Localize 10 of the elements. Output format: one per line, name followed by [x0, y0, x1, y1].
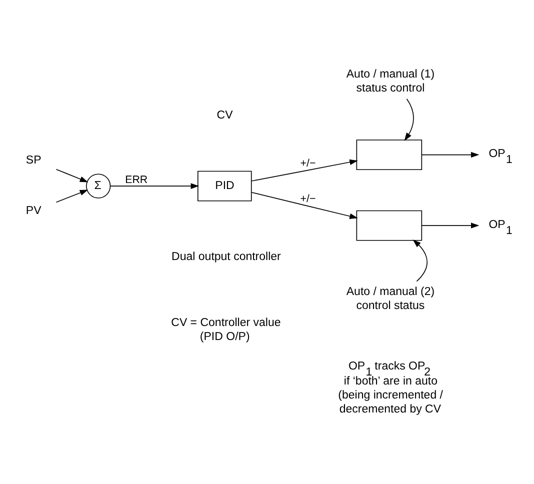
edge-label: +/− [300, 158, 316, 170]
edge-label: +/− [300, 193, 316, 206]
edge-label: ERR [125, 174, 148, 186]
node-text: SP [26, 154, 42, 167]
node-text: Auto / manual (2) control status [346, 286, 435, 312]
node-text: PV [26, 204, 42, 217]
label: CV [216, 109, 233, 122]
node-text: Auto / manual (1) status control [346, 68, 435, 95]
label: CV = Controller value (PID O/P) [171, 317, 281, 344]
label: Dual output controller [172, 250, 281, 263]
